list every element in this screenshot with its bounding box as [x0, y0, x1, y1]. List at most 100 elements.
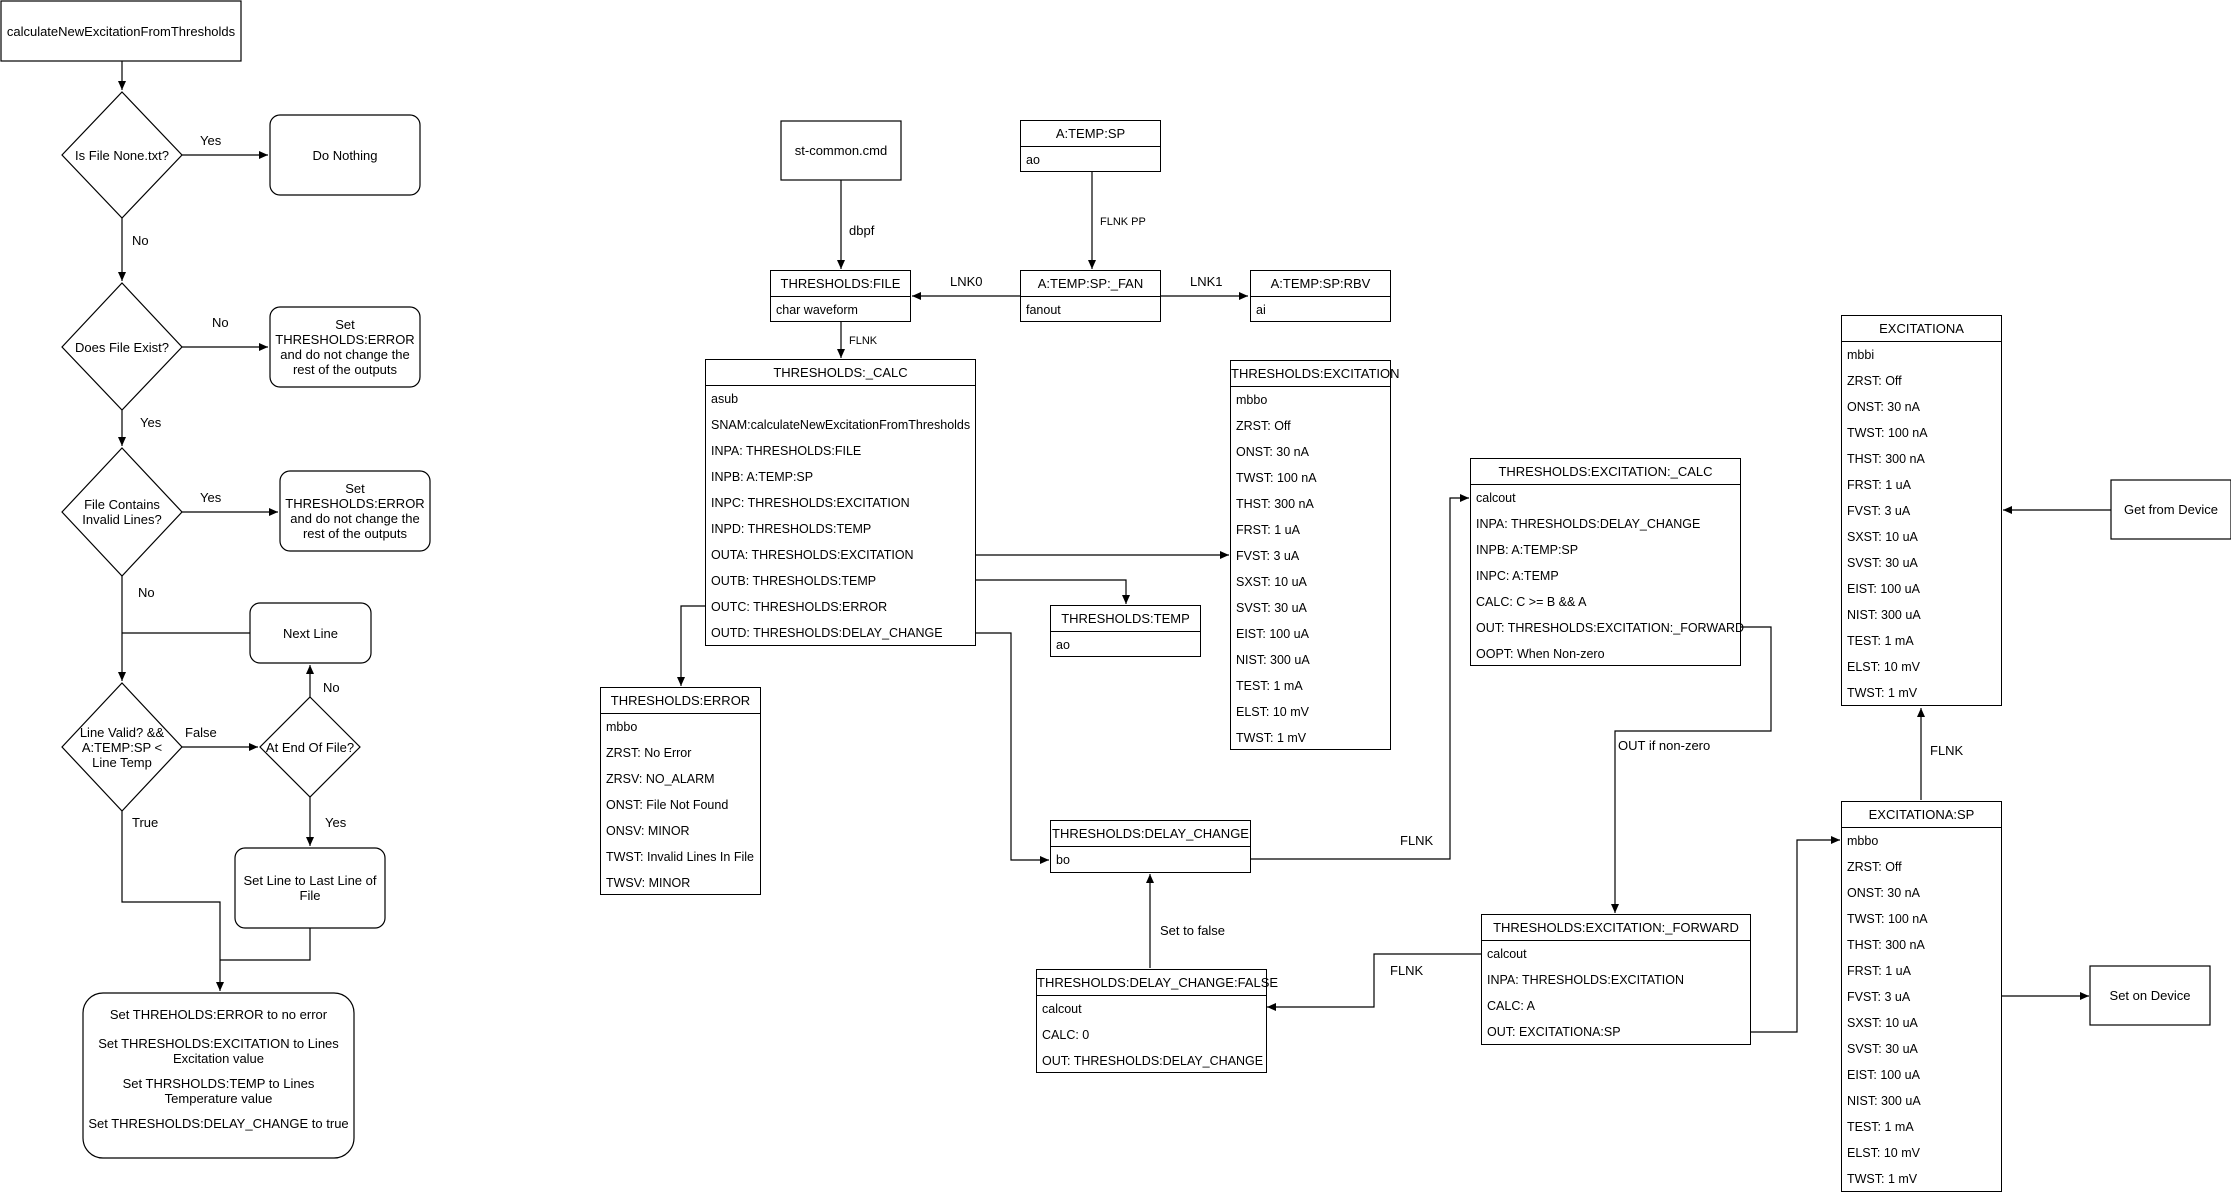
st-common-label: st-common.cmd [794, 143, 888, 158]
record-field: ao [1056, 638, 1070, 652]
link-set-to-false: Set to false [1160, 923, 1226, 938]
edge-false: False [185, 725, 217, 740]
final-box [82, 992, 355, 1159]
record-field: INPC: A:TEMP [1476, 569, 1559, 583]
link-flnk-excitationa: FLNK [1930, 743, 1964, 758]
record-field: FRST: 1 uA [1236, 523, 1300, 537]
edge-true: True [132, 815, 159, 830]
record-field: CALC: A [1487, 999, 1535, 1013]
is-none-label: Is File None.txt? [75, 147, 169, 163]
record-field: mbbo [606, 720, 638, 734]
record-field: OUTB: THRESHOLDS:TEMP [711, 574, 877, 588]
record-field: ELST: 10 mV [1236, 705, 1309, 719]
record-field: TEST: 1 mA [1847, 1120, 1914, 1134]
record-field: ao [1026, 153, 1040, 167]
edge-yes-exists: Yes [140, 415, 162, 430]
record-field: ONST: 30 nA [1847, 400, 1920, 414]
record-field: OUTD: THRESHOLDS:DELAY_CHANGE [711, 626, 943, 640]
record-field: fanout [1026, 303, 1061, 317]
record-field: ZRST: No Error [606, 746, 692, 760]
record-field: ONST: 30 nA [1236, 445, 1309, 459]
record-excitationa-sp: EXCITATIONA:SP mbbo ZRST: Off ONST: 30 n… [1841, 801, 2002, 1192]
get-from-device-label: Get from Device [2124, 502, 2218, 517]
record-field: TWST: 100 nA [1847, 912, 1928, 926]
record-title: EXCITATIONA:SP [1842, 802, 2001, 828]
record-title: THRESHOLDS:EXCITATION [1231, 361, 1400, 387]
edge-yes-invalid: Yes [200, 490, 222, 505]
record-field: ai [1256, 303, 1266, 317]
record-field: mbbo [1847, 834, 1879, 848]
st-common-box [780, 120, 902, 181]
final-line-3: Set THRSHOLDS:TEMP to Lines Temperature … [122, 1076, 315, 1106]
record-field: char waveform [776, 303, 858, 317]
record-field: NIST: 300 uA [1847, 1094, 1921, 1108]
record-field: INPA: THRESHOLDS:FILE [711, 444, 862, 458]
record-field: TWSV: MINOR [606, 876, 691, 890]
record-field: FVST: 3 uA [1847, 990, 1911, 1004]
link-flnk-file: FLNK [849, 335, 878, 347]
link-lnk1: LNK1 [1190, 274, 1223, 289]
record-delay-change-false: THRESHOLDS:DELAY_CHANGE:FALSE calcout CA… [1036, 969, 1278, 1073]
record-field: ZRST: Off [1236, 419, 1291, 433]
record-field: ELST: 10 mV [1847, 1146, 1920, 1160]
record-field: TWST: 1 mV [1847, 686, 1918, 700]
record-field: EIST: 100 uA [1847, 1068, 1920, 1082]
record-field: SXST: 10 uA [1236, 575, 1307, 589]
record-field: SVST: 30 uA [1847, 556, 1918, 570]
final-text: Set THREHOLDS:ERROR to no error Set THRE… [88, 1007, 349, 1131]
record-field: SVST: 30 uA [1236, 601, 1307, 615]
record-field: OUT: THRESHOLDS:DELAY_CHANGE [1042, 1054, 1264, 1068]
record-title: THRESHOLDS:TEMP [1051, 606, 1200, 632]
record-field: EIST: 100 uA [1847, 582, 1920, 596]
record-thresholds-calc: THRESHOLDS:_CALC asub SNAM:calculateNewE… [705, 359, 976, 646]
edge-yes-none: Yes [200, 133, 222, 148]
record-field: OUT: EXCITATIONA:SP [1487, 1025, 1621, 1039]
record-field: ZRSV: NO_ALARM [606, 772, 715, 786]
record-field: TWST: 100 nA [1236, 471, 1317, 485]
record-title: THRESHOLDS:DELAY_CHANGE:FALSE [1037, 970, 1278, 996]
record-field: ZRST: Off [1847, 374, 1902, 388]
record-temp-sp-fan: A:TEMP:SP:_FAN fanout [1020, 270, 1161, 322]
record-title: THRESHOLDS:_CALC [706, 360, 975, 386]
record-field: ZRST: Off [1847, 860, 1902, 874]
record-field: TWST: 1 mV [1236, 731, 1307, 745]
record-thresholds-excitation: THRESHOLDS:EXCITATION mbbo ZRST: Off ONS… [1230, 360, 1400, 750]
error1-box [269, 306, 421, 388]
record-field: INPB: A:TEMP:SP [1476, 543, 1579, 557]
set-last-line-label: Set Line to Last Line of File [243, 873, 377, 903]
record-field: THST: 300 nA [1847, 452, 1925, 466]
record-field: TWST: 1 mV [1847, 1172, 1918, 1186]
record-field: calcout [1476, 491, 1516, 505]
record-field: bo [1056, 853, 1070, 867]
record-field: CALC: 0 [1042, 1028, 1090, 1042]
invalid-label: File Contains Invalid Lines? [82, 497, 162, 527]
record-field: calcout [1487, 947, 1527, 961]
record-field: INPD: THRESHOLDS:TEMP [711, 522, 872, 536]
record-title: THRESHOLDS:EXCITATION:_FORWARD [1482, 915, 1750, 941]
record-field: INPA: THRESHOLDS:EXCITATION [1487, 973, 1685, 987]
record-field: OUTC: THRESHOLDS:ERROR [711, 600, 888, 614]
record-field: FVST: 3 uA [1236, 549, 1300, 563]
edge-no-exists: No [212, 315, 229, 330]
record-temp-sp: A:TEMP:SP ao [1020, 120, 1161, 172]
record-title: A:TEMP:SP:RBV [1251, 271, 1390, 297]
start-box [0, 0, 242, 62]
set-on-device-label: Set on Device [2109, 988, 2191, 1003]
record-field: SXST: 10 uA [1847, 530, 1918, 544]
record-field: FVST: 3 uA [1847, 504, 1911, 518]
exists-label: Does File Exist? [75, 339, 169, 355]
record-field: CALC: C >= B && A [1476, 595, 1587, 609]
record-thresholds-delay-change: THRESHOLDS:DELAY_CHANGE bo [1050, 820, 1251, 873]
record-field: NIST: 300 uA [1847, 608, 1921, 622]
link-dbpf: dbpf [849, 223, 875, 238]
next-line-label: Next Line [283, 625, 338, 641]
edge-no-invalid: No [138, 585, 155, 600]
record-field: EIST: 100 uA [1236, 627, 1309, 641]
record-field: SNAM:calculateNewExcitationFromThreshold… [711, 418, 971, 432]
record-title: THRESHOLDS:DELAY_CHANGE [1051, 821, 1250, 847]
link-flnk-delay: FLNK [1400, 833, 1434, 848]
record-field: THST: 300 nA [1236, 497, 1314, 511]
record-field: SXST: 10 uA [1847, 1016, 1918, 1030]
record-field: SVST: 30 uA [1847, 1042, 1918, 1056]
